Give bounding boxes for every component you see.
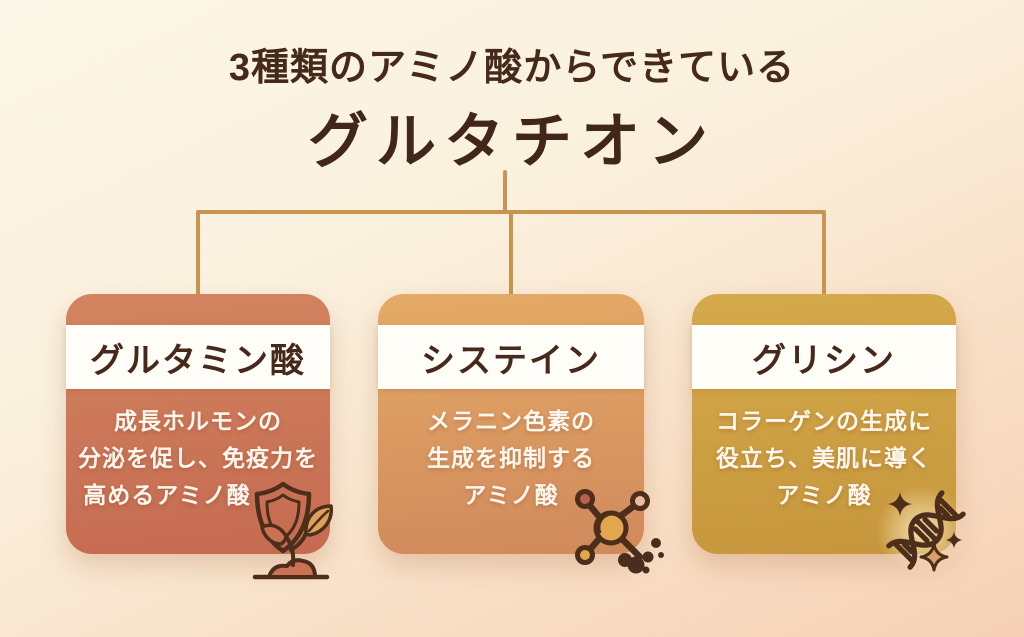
- card-description-line: 分泌を促し、免疫力を: [78, 445, 318, 471]
- card-description-line: アミノ酸: [776, 482, 872, 508]
- connector-stem: [503, 170, 507, 214]
- card-description-line: 高めるアミノ酸: [83, 482, 251, 508]
- card-cysteine: システイン メラニン色素の 生成を抑制する アミノ酸: [378, 294, 664, 574]
- connector-drop-right: [822, 212, 826, 298]
- card-title: グリシン: [752, 341, 896, 380]
- card-glutamic-acid: グルタミン酸 成長ホルモンの 分泌を促し、免疫力を 高めるアミノ酸: [66, 294, 333, 580]
- card-title: グルタミン酸: [90, 341, 306, 380]
- shield-sprout-icon: [252, 481, 333, 580]
- card-description-line: 成長ホルモンの: [114, 408, 282, 434]
- card-description: メラニン色素の 生成を抑制する アミノ酸: [378, 403, 644, 514]
- card-description-line: アミノ酸: [463, 482, 559, 508]
- dna-sparkle-icon: [876, 485, 968, 577]
- card-header: グルタミン酸: [66, 325, 330, 389]
- connector-drop-center: [509, 212, 513, 298]
- card-description-line: コラーゲンの生成に: [716, 408, 932, 434]
- card-header: グリシン: [692, 325, 956, 389]
- connector-drop-left: [196, 212, 200, 298]
- card-description: コラーゲンの生成に 役立ち、美肌に導く アミノ酸: [692, 403, 956, 514]
- card-title: システイン: [421, 341, 601, 380]
- page-subtitle: 3種類のアミノ酸からできている: [228, 47, 796, 89]
- molecule-icon: [575, 489, 664, 574]
- title-block: 3種類のアミノ酸からできている グルタチオン: [0, 0, 1024, 180]
- page-title: グルタチオン: [308, 109, 716, 175]
- card-description-line: メラニン色素の: [427, 408, 595, 434]
- card-glycine: グリシン コラーゲンの生成に 役立ち、美肌に導く アミノ酸: [692, 294, 968, 577]
- card-header: システイン: [378, 325, 644, 389]
- card-description-line: 役立ち、美肌に導く: [716, 445, 932, 471]
- card-description: 成長ホルモンの 分泌を促し、免疫力を 高めるアミノ酸: [66, 403, 330, 514]
- card-description-line: 生成を抑制する: [427, 445, 595, 471]
